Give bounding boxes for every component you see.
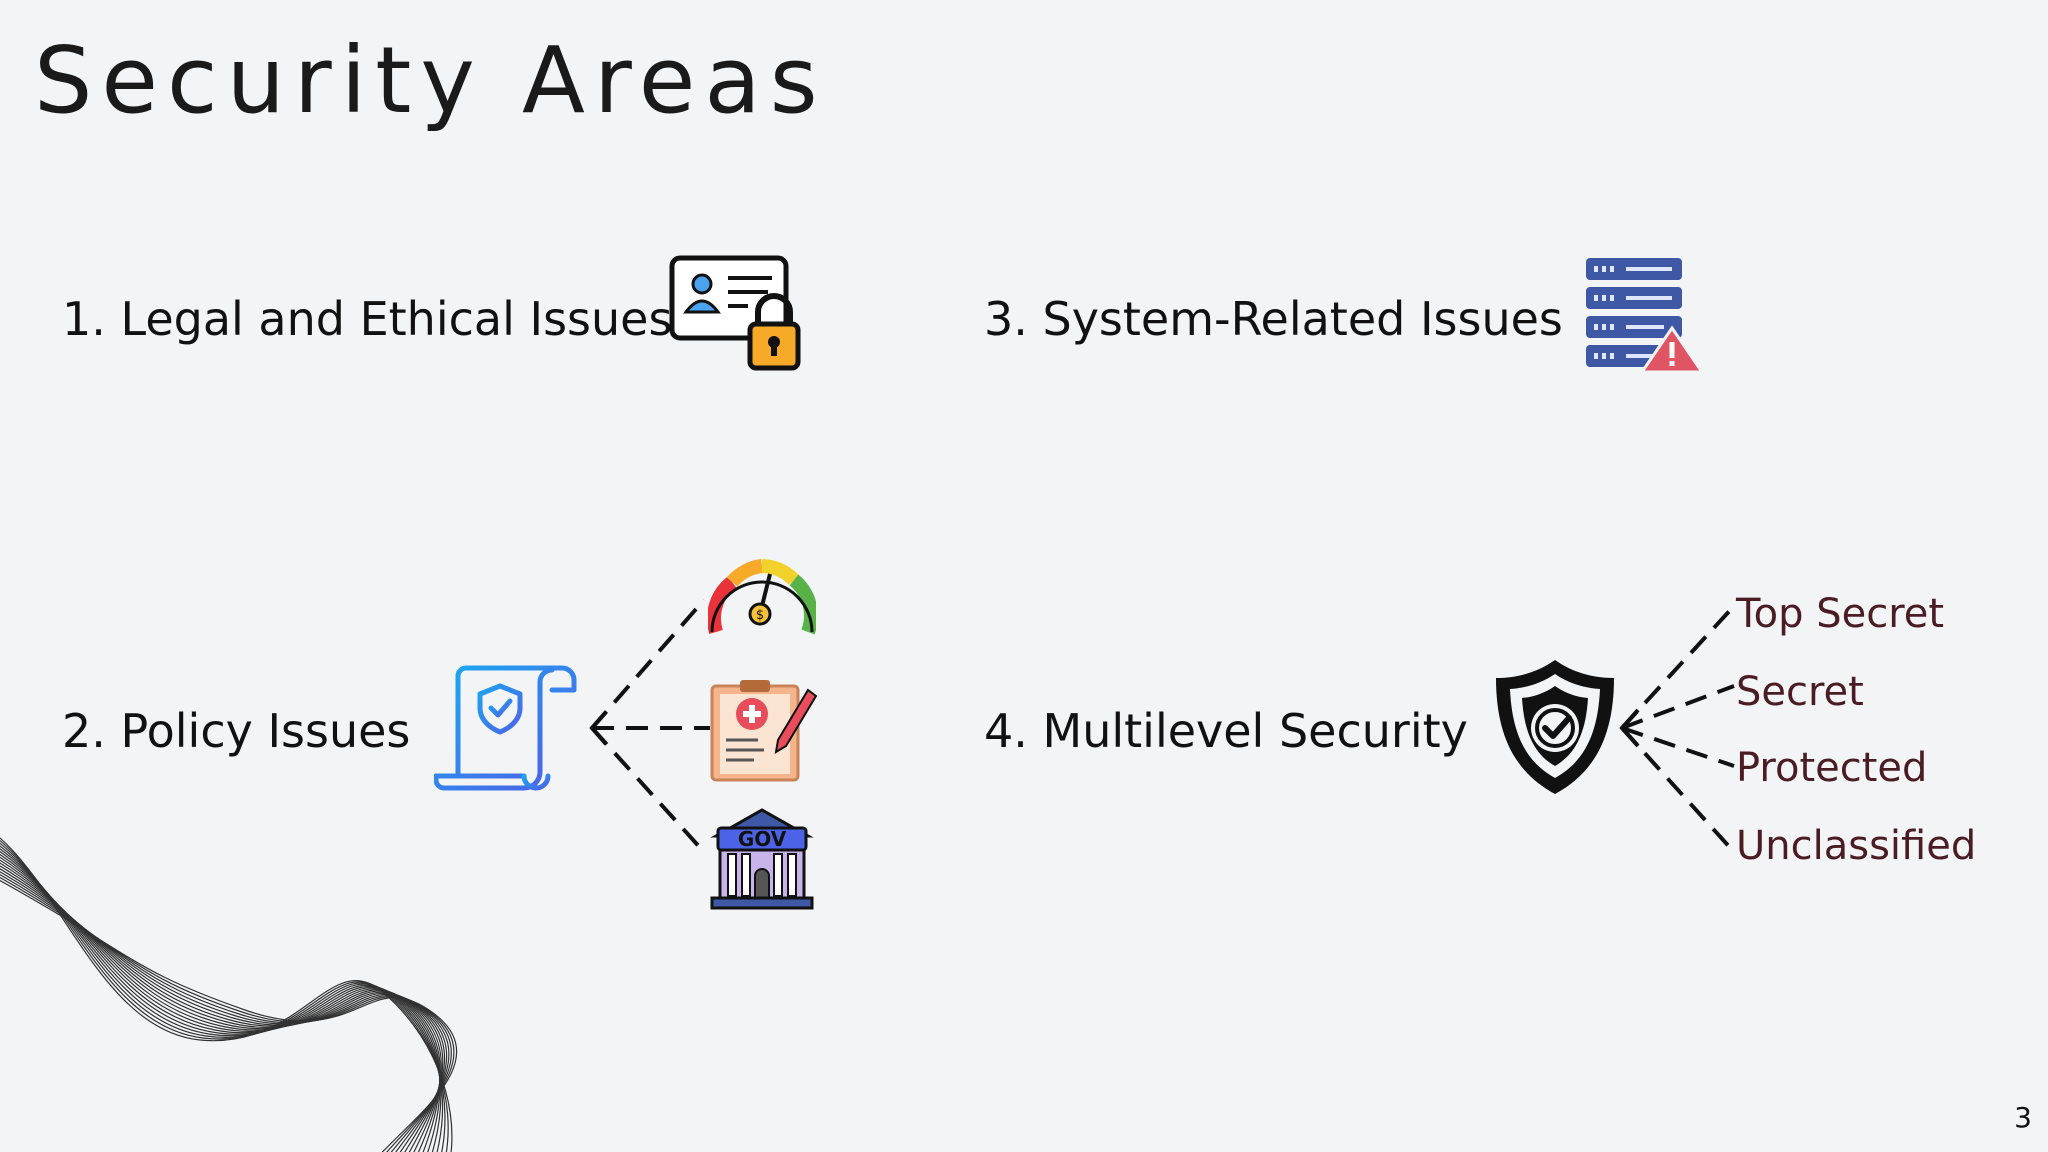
wave-line: [0, 868, 448, 1152]
wave-line: [0, 848, 442, 1152]
item-system-related: 3. System-Related Issues: [984, 292, 1563, 346]
level-unclassified: Unclassified: [1736, 823, 1977, 869]
credit-gauge-icon: $: [708, 559, 816, 635]
wave-line: [0, 859, 442, 1152]
wave-line: [0, 865, 446, 1152]
wave-line: [0, 862, 444, 1152]
shield-check-icon: [1496, 660, 1614, 794]
wave-line: [0, 839, 449, 1152]
item-policy: 2. Policy Issues: [62, 704, 411, 758]
wave-line: [0, 871, 450, 1152]
government-building-icon: GOV: [710, 808, 814, 910]
medical-form-icon: [710, 680, 818, 782]
svg-text:$: $: [756, 608, 764, 623]
page-title: Security Areas: [34, 27, 827, 134]
wave-line: [0, 845, 444, 1152]
id-card-lock-icon: [669, 255, 801, 371]
level-protected: Protected: [1736, 745, 1928, 791]
item-legal-ethical: 1. Legal and Ethical Issues: [62, 292, 673, 346]
gov-sign-text: GOV: [738, 827, 787, 851]
policy-scroll-icon: [434, 665, 577, 791]
wave-line: [0, 876, 455, 1152]
level-top-secret: Top Secret: [1736, 591, 1945, 637]
wave-line: [0, 837, 453, 1152]
level-secret: Secret: [1736, 669, 1864, 715]
item-multilevel-security: 4. Multilevel Security: [984, 704, 1468, 758]
wave-line: [0, 853, 441, 1152]
wave-line: [0, 856, 441, 1152]
server-warning-icon: [1586, 258, 1704, 374]
wave-line: [0, 879, 458, 1152]
wave-line: [0, 874, 452, 1152]
wave-line: [0, 851, 441, 1152]
page-number: 3: [2014, 1101, 2032, 1134]
